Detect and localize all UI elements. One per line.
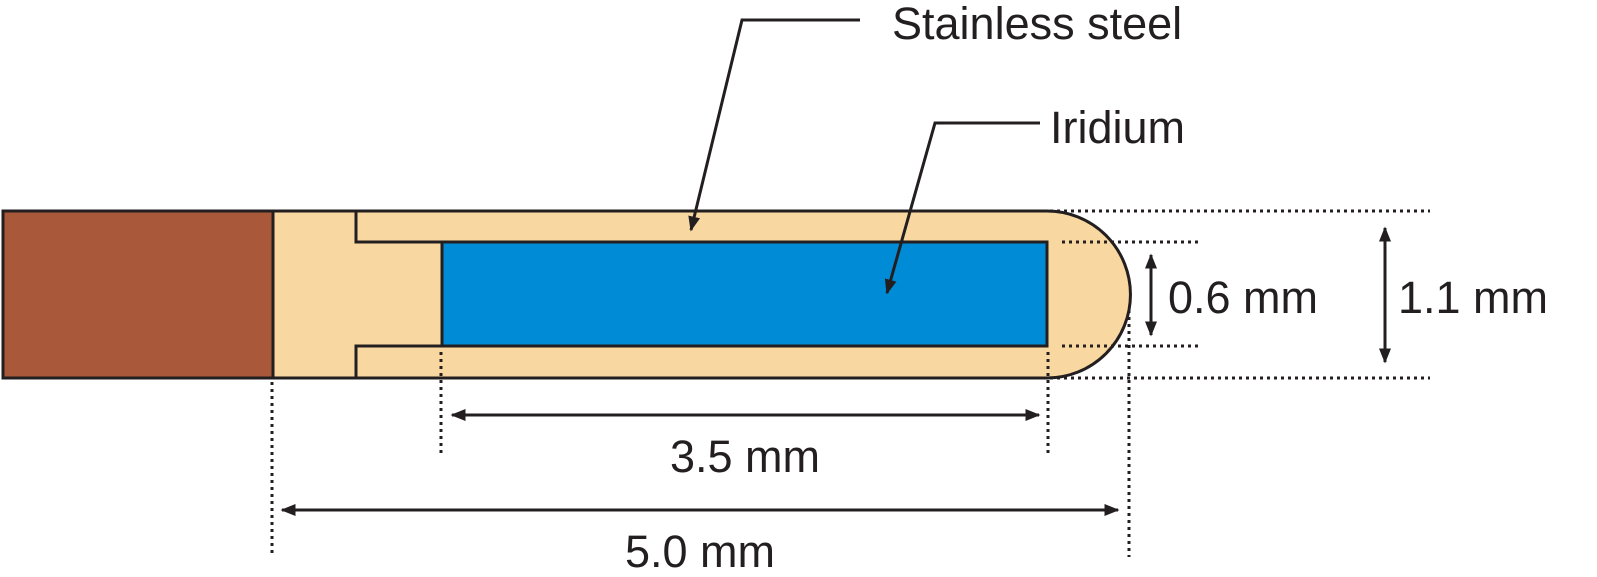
iridium-length-label: 3.5 mm: [670, 431, 820, 482]
cable-segment: [1, 209, 275, 380]
total-length-label: 5.0 mm: [625, 526, 775, 577]
stainless-steel-leader: [688, 18, 860, 232]
iridium-core: [440, 240, 1049, 348]
stainless-steel-label: Stainless steel: [892, 0, 1182, 49]
extension-lines: [270, 209, 1430, 557]
iridium-leader: [884, 121, 1040, 295]
outer-diameter-label: 1.1 mm: [1398, 272, 1548, 323]
iridium-label: Iridium: [1050, 102, 1185, 153]
inner-diameter-label: 0.6 mm: [1168, 272, 1318, 323]
